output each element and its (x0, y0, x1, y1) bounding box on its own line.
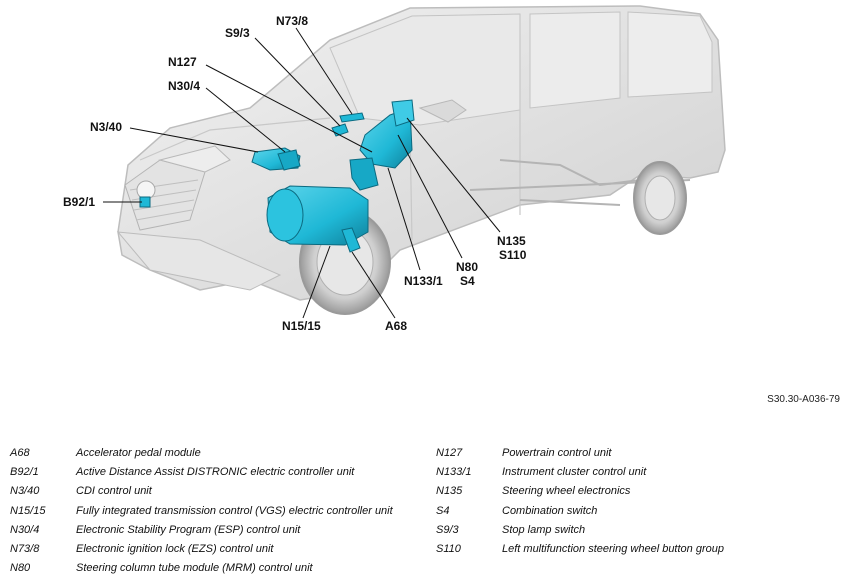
callout-s4: S4 (460, 274, 475, 288)
legend-code: B92/1 (10, 466, 39, 479)
callout-n135: N135 (497, 234, 526, 248)
figure-reference-code: S30.30-A036-79 (767, 394, 840, 405)
legend-code: N133/1 (436, 466, 472, 479)
legend-row: N127 Powertrain control unit (436, 444, 836, 463)
legend-code: S110 (436, 542, 461, 555)
legend-row: N73/8 Electronic ignition lock (EZS) cont… (10, 540, 420, 559)
legend-row: N80 Steering column tube module (MRM) con… (10, 559, 420, 578)
van-body (116, 5, 726, 301)
legend-code: N127 (436, 447, 463, 459)
vehicle-component-diagram: S9/3 N73/8 N127 N30/4 N3/40 B92/1 N135 S… (63, 5, 726, 333)
legend-row: S4 Combination switch (436, 502, 836, 521)
legend-code: N80 (10, 562, 31, 575)
legend-description: Combination switch (502, 504, 598, 517)
legend-code: N73/8 (10, 542, 40, 555)
legend-description: Electronic ignition lock (EZS) control u… (76, 542, 274, 555)
callout-n15-15: N15/15 (282, 319, 321, 333)
callout-n80: N80 (456, 260, 478, 274)
legend-row: N30/4 Electronic Stability Program (ESP) … (10, 521, 420, 540)
legend-row: A68 Accelerator pedal module (10, 444, 420, 463)
legend-description: Accelerator pedal module (76, 447, 201, 459)
ignition-lock-component (339, 112, 365, 123)
legend-row: N3/40 CDI control unit (10, 482, 420, 501)
accelerator-pedal-component (341, 227, 361, 253)
legend-description: Active Distance Assist DISTRONIC electri… (76, 466, 355, 479)
legend-code: N15/15 (10, 504, 46, 517)
legend-row: N15/15 Fully integrated transmission cont… (10, 502, 420, 521)
callout-n73-8: N73/8 (276, 14, 308, 28)
legend-row: S110 Left multifunction steering wheel bu… (436, 540, 836, 559)
legend-code: A68 (10, 447, 30, 459)
legend-description: Powertrain control unit (502, 447, 612, 459)
legend-row: B92/1 Active Distance Assist DISTRONIC el… (10, 463, 420, 482)
legend-description: Electronic Stability Program (ESP) contr… (76, 523, 301, 536)
callout-s110: S110 (499, 248, 527, 262)
legend-description: Instrument cluster control unit (502, 466, 647, 479)
callout-n127: N127 (168, 55, 197, 69)
callout-s9-3: S9/3 (225, 26, 250, 40)
legend-description: Fully integrated transmission control (V… (76, 504, 393, 517)
rear-wheel (633, 161, 687, 235)
highlighted-components (139, 99, 415, 253)
legend-description: Stop lamp switch (502, 523, 586, 536)
vehicle-illustration: S9/3 N73/8 N127 N30/4 N3/40 B92/1 N135 S… (63, 5, 726, 333)
legend-row: N135 Steering wheel electronics (436, 482, 836, 501)
callout-n3-40: N3/40 (90, 120, 122, 134)
callout-a68: A68 (385, 319, 407, 333)
legend-row: S9/3 Stop lamp switch (436, 521, 836, 540)
legend-code: N135 (436, 485, 463, 498)
legend-description: Steering column tube module (MRM) contro… (76, 562, 313, 575)
legend-code: N30/4 (10, 523, 40, 536)
callout-n133-1: N133/1 (404, 274, 443, 288)
legend-code: N3/40 (10, 485, 40, 498)
legend-description: CDI control unit (76, 485, 152, 498)
legend-description: Left multifunction steering wheel button… (502, 542, 724, 555)
legend-code: S4 (436, 504, 450, 517)
legend-description: Steering wheel electronics (502, 485, 631, 498)
legend-code: S9/3 (436, 523, 459, 536)
esp-unit-component (277, 149, 301, 171)
callout-n30-4: N30/4 (168, 79, 200, 93)
leader-lines (103, 27, 501, 319)
legend-row: N133/1 Instrument cluster control unit (436, 463, 836, 482)
callout-b92-1: B92/1 (63, 195, 95, 209)
